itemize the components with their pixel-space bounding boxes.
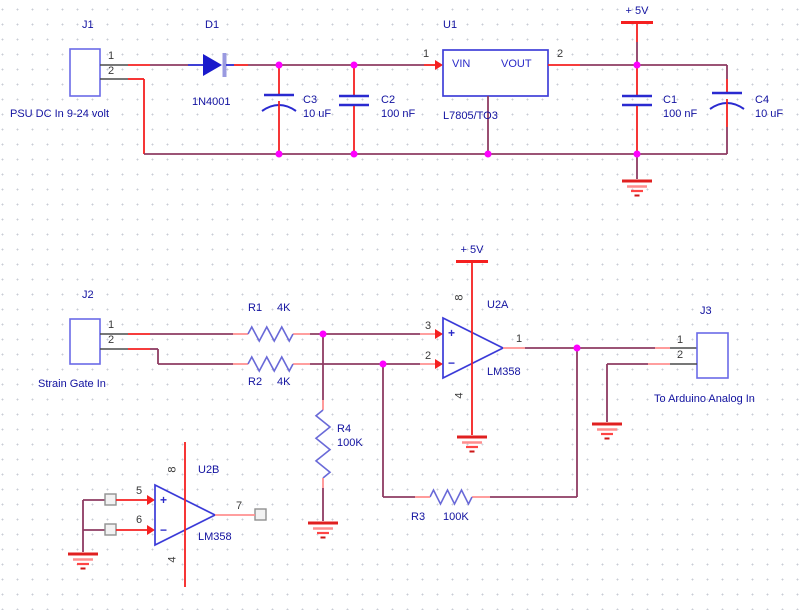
j1-pin1-number: 1	[108, 50, 115, 62]
j3-connector-symbol	[670, 332, 729, 379]
u1-vin-pin-label: VIN	[452, 58, 471, 70]
wire-u2b-pin5	[116, 495, 155, 505]
wire-u2b-pin6	[116, 525, 155, 535]
wire-j2-pin1-to-u2a	[128, 329, 443, 339]
j1-ref-label: J1	[82, 19, 94, 31]
u2b-value-label: LM358	[198, 531, 232, 543]
u2a-pin2-number: 2	[425, 350, 432, 362]
u2a-pin3-number: 3	[425, 320, 432, 332]
ground-symbol-j3	[592, 422, 622, 440]
u1-value-label: L7805/TO3	[443, 110, 498, 122]
c2-capacitor-symbol	[339, 65, 369, 154]
u2b-pin7-terminal-icon	[254, 508, 267, 521]
u2b-opamp-symbol	[154, 442, 217, 587]
power-5v-label-u2a: + 5V	[460, 244, 484, 256]
r1-ref-label: R1	[248, 302, 263, 314]
r4-resistor-symbol	[314, 409, 332, 479]
j2-connector-symbol	[69, 318, 128, 365]
j2-pin2-number: 2	[108, 334, 115, 346]
c4-ref-label: C4	[755, 94, 770, 106]
u2b-plus-sign: +	[160, 493, 168, 507]
u2a-noninv-arrow-icon	[435, 329, 443, 339]
wire-u2b-inputs-ground	[82, 499, 105, 552]
r2-resistor-symbol	[247, 355, 294, 373]
u2a-pin8-number: 8	[453, 294, 466, 301]
ground-symbol-u2b	[68, 552, 98, 570]
j1-desc-label: PSU DC In 9-24 volt	[10, 108, 110, 120]
r2-ref-label: R2	[248, 376, 263, 388]
u1-ref-label: U1	[443, 19, 458, 31]
ground-symbol-u2a	[457, 435, 487, 453]
wire-j2-pin2-to-u2a	[128, 348, 443, 369]
junction-dots-amp	[319, 330, 581, 368]
r3-ref-label: R3	[411, 511, 426, 523]
r4-value-label: 100K	[337, 437, 363, 449]
u2a-pin1-number: 1	[516, 333, 523, 345]
j2-ref-label: J2	[82, 289, 94, 301]
c3-ref-label: C3	[303, 94, 318, 106]
u2b-pin5-number: 5	[136, 485, 143, 497]
r4-ref-label: R4	[337, 423, 352, 435]
wire-psu-ground-rail	[128, 78, 727, 179]
r3-value-label: 100K	[443, 511, 469, 523]
d1-ref-label: D1	[205, 19, 220, 31]
c4-capacitor-symbol	[709, 65, 745, 154]
u2b-minus-sign: −	[160, 523, 168, 537]
power-5v-symbol-psu	[621, 21, 653, 65]
u2b-pin6-terminal-icon	[104, 523, 117, 536]
u2b-noninv-arrow-icon	[147, 495, 155, 505]
u1-regulator-symbol	[442, 49, 549, 154]
d1-diode-symbol	[188, 53, 234, 77]
r2-value-label: 4K	[277, 376, 291, 388]
u2a-pin4-number: 4	[453, 392, 466, 399]
u2b-pin7-number: 7	[236, 500, 243, 512]
j3-desc-label: To Arduino Analog In	[654, 393, 755, 405]
ground-symbol-psu	[622, 179, 652, 197]
power-5v-label-psu: + 5V	[625, 5, 649, 17]
c2-ref-label: C2	[381, 94, 396, 106]
wire-j3-pin2-ground	[606, 363, 670, 422]
junction-dots-psu	[275, 61, 641, 158]
j2-pin1-number: 1	[108, 319, 115, 331]
d1-value-label: 1N4001	[192, 96, 231, 108]
j3-ref-label: J3	[700, 305, 712, 317]
r4-branch	[314, 334, 332, 521]
j3-pin2-number: 2	[677, 349, 684, 361]
u2a-minus-sign: −	[448, 356, 456, 370]
r1-value-label: 4K	[277, 302, 291, 314]
u2b-ref-label: U2B	[198, 464, 220, 476]
j2-desc-label: Strain Gate In	[38, 378, 106, 390]
u2a-inv-arrow-icon	[435, 359, 443, 369]
j3-pin1-number: 1	[677, 334, 684, 346]
c1-ref-label: C1	[663, 94, 678, 106]
c3-capacitor-symbol	[261, 65, 297, 154]
u2b-inv-arrow-icon	[147, 525, 155, 535]
power-5v-bar-u2a	[456, 260, 488, 263]
u2b-pin5-terminal-icon	[104, 493, 117, 506]
j1-pin2-number: 2	[108, 65, 115, 77]
u1-pin1-number: 1	[423, 48, 430, 60]
u2a-value-label: LM358	[487, 366, 521, 378]
c1-value-label: 100 nF	[663, 108, 698, 120]
r1-resistor-symbol	[247, 325, 294, 343]
wire-feedback-r3	[382, 348, 578, 506]
u1-vin-arrow-icon	[435, 60, 443, 70]
c3-value-label: 10 uF	[303, 108, 332, 120]
u1-vout-pin-label: VOUT	[501, 58, 532, 70]
u2b-pin4-number: 4	[166, 556, 179, 563]
u2b-pin6-number: 6	[136, 514, 143, 526]
c4-value-label: 10 uF	[755, 108, 784, 120]
r3-resistor-symbol	[429, 488, 473, 506]
ground-symbol-r4	[308, 521, 338, 539]
j1-connector-symbol	[69, 48, 128, 97]
u1-pin2-number: 2	[557, 48, 564, 60]
u2b-pin8-number: 8	[166, 466, 179, 473]
c2-value-label: 100 nF	[381, 108, 416, 120]
u2a-opamp-symbol	[442, 260, 505, 435]
u2a-plus-sign: +	[448, 326, 456, 340]
u2a-ref-label: U2A	[487, 299, 509, 311]
c1-capacitor-symbol	[622, 65, 652, 154]
wire-d1-to-u1	[234, 60, 443, 70]
